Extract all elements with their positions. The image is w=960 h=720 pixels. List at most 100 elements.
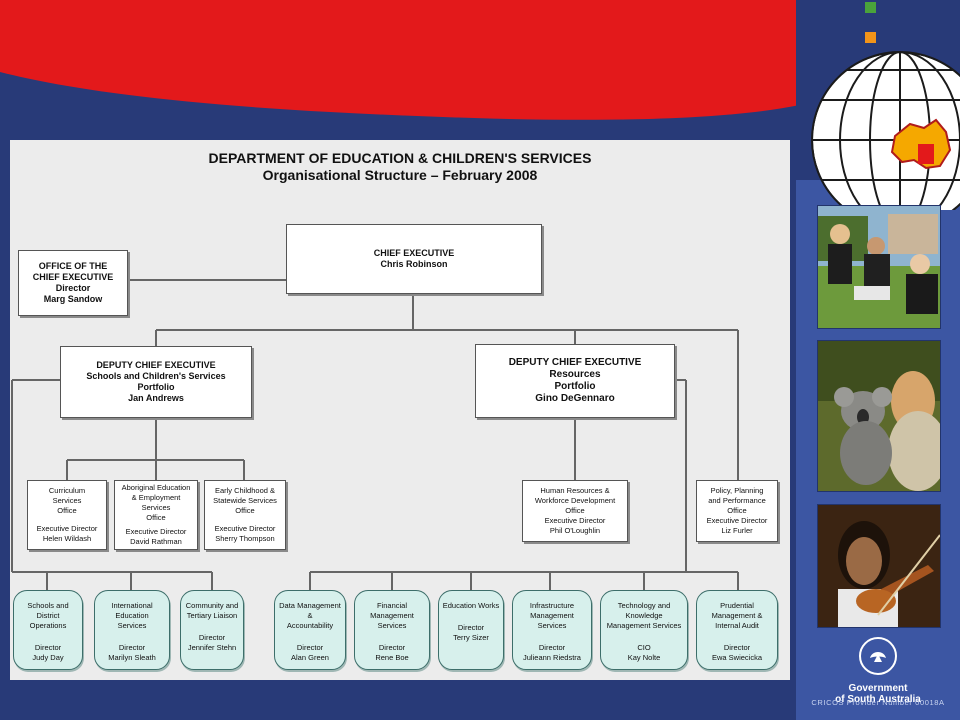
- service-title: Services: [377, 621, 407, 630]
- green-square-icon: [865, 2, 876, 13]
- service-title: Education Works: [442, 601, 500, 610]
- crest-icon: [859, 637, 897, 675]
- service-person: Kay Nolte: [627, 653, 661, 662]
- office-title: Office: [565, 506, 585, 515]
- office-line-3: Director: [55, 283, 91, 293]
- service-role: Director: [378, 643, 406, 652]
- curriculum-office-box: Curriculum Services Office Executive Dir…: [27, 480, 107, 550]
- red-banner: [0, 0, 960, 120]
- service-title: Prudential Management &: [711, 601, 763, 620]
- dep-left-line-2: Schools and Children's Services: [86, 371, 226, 381]
- prudential-management-box: Prudential Management & Internal Audit D…: [696, 590, 778, 670]
- service-person: Judy Day: [32, 653, 64, 662]
- office-title: Human Resources &: [540, 486, 610, 495]
- deputy-schools-box: DEPUTY CHIEF EXECUTIVE Schools and Child…: [60, 346, 252, 418]
- service-role: Director: [198, 633, 226, 642]
- dep-right-line-3: Portfolio: [554, 381, 596, 392]
- service-person: Marilyn Sleath: [108, 653, 156, 662]
- chief-executive-box: CHIEF EXECUTIVE Chris Robinson: [286, 224, 542, 294]
- deputy-resources-box: DEPUTY CHIEF EXECUTIVE Resources Portfol…: [475, 344, 675, 418]
- service-person: Terry Sizer: [453, 633, 489, 642]
- govt-line-1: Government: [848, 683, 908, 694]
- service-title: Operations: [29, 621, 67, 630]
- service-title: Infrastructure: [529, 601, 575, 610]
- office-line-4: Marg Sandow: [43, 294, 103, 304]
- early-childhood-office-box: Early Childhood & Statewide Services Off…: [204, 480, 286, 550]
- chart-title-block: DEPARTMENT OF EDUCATION & CHILDREN'S SER…: [10, 150, 790, 184]
- office-role: Executive Director: [36, 524, 98, 533]
- education-works-box: Education Works Director Terry Sizer: [438, 590, 504, 670]
- office-title: Office: [235, 506, 255, 515]
- service-role: CIO: [637, 643, 651, 652]
- office-role: Executive Director: [544, 516, 606, 525]
- office-line-2: CHIEF EXECUTIVE: [32, 272, 114, 282]
- dep-left-line-1: DEPUTY CHIEF EXECUTIVE: [96, 360, 216, 370]
- service-title: Tertiary Liaison: [186, 611, 238, 620]
- government-name: Government of South Australia: [830, 683, 926, 705]
- schools-district-operations-box: Schools and District Operations Director…: [13, 590, 83, 670]
- connector-lines: [11, 279, 739, 590]
- service-title: International Education: [111, 601, 153, 620]
- office-title: Office: [146, 513, 166, 522]
- service-title: Accountability: [286, 621, 334, 630]
- dep-right-line-4: Gino DeGennaro: [535, 393, 615, 404]
- office-role: Executive Director: [706, 516, 768, 525]
- office-title: Policy, Planning: [710, 486, 764, 495]
- office-title: Aboriginal Education: [121, 483, 191, 492]
- office-title: and Performance: [708, 496, 766, 505]
- office-title: & Employment Services: [131, 493, 181, 512]
- service-person: Alan Green: [291, 653, 329, 662]
- aboriginal-education-office-box: Aboriginal Education & Employment Servic…: [114, 480, 198, 550]
- service-title: Management Services: [530, 611, 574, 630]
- service-person: Julieann Riedstra: [523, 653, 581, 662]
- service-title: Financial Management: [370, 601, 414, 620]
- technology-knowledge-box: Technology and Knowledge Management Serv…: [600, 590, 688, 670]
- service-role: Director: [457, 623, 485, 632]
- office-chief-executive-box: OFFICE OF THE CHIEF EXECUTIVE Director M…: [18, 250, 128, 316]
- office-title: Office: [727, 506, 747, 515]
- service-title: Management Services: [606, 621, 682, 630]
- students-photo: [817, 205, 941, 329]
- service-role: Director: [34, 643, 62, 652]
- office-title: Statewide Services: [213, 496, 277, 505]
- office-person: Liz Furler: [721, 526, 753, 535]
- office-title: Office: [57, 506, 77, 515]
- service-title: Community and: [185, 601, 239, 610]
- human-resources-office-box: Human Resources & Workforce Development …: [522, 480, 628, 542]
- service-title: Services: [117, 621, 147, 630]
- government-logo: Government of South Australia: [830, 636, 926, 705]
- chief-line-1: CHIEF EXECUTIVE: [373, 248, 455, 258]
- chief-line-2: Chris Robinson: [380, 259, 448, 269]
- cricos-number: CRICOS Provider Number 00018A: [811, 698, 945, 707]
- service-person: Jennifer Stehn: [187, 643, 237, 652]
- dep-right-line-2: Resources: [549, 369, 601, 380]
- office-role: Executive Director: [125, 527, 187, 536]
- dep-left-line-4: Jan Andrews: [128, 393, 184, 403]
- data-management-box: Data Management & Accountability Directo…: [274, 590, 346, 670]
- service-title: Schools and District: [27, 601, 69, 620]
- office-person: Helen Wildash: [42, 534, 92, 543]
- dep-left-line-3: Portfolio: [137, 382, 175, 392]
- office-person: Phil O'Loughlin: [549, 526, 601, 535]
- office-title: Workforce Development: [534, 496, 616, 505]
- org-chart: DEPARTMENT OF EDUCATION & CHILDREN'S SER…: [10, 140, 790, 680]
- service-person: Ewa Swiecicka: [711, 653, 763, 662]
- community-tertiary-box: Community and Tertiary Liaison Director …: [180, 590, 244, 670]
- service-title: Technology and Knowledge: [617, 601, 671, 620]
- service-person: Rene Boe: [375, 653, 409, 662]
- globe-icon: [811, 51, 960, 210]
- service-role: Director: [296, 643, 324, 652]
- service-role: Director: [538, 643, 566, 652]
- violinist-photo: [817, 504, 941, 628]
- office-title: Services: [52, 496, 82, 505]
- dep-right-line-1: DEPUTY CHIEF EXECUTIVE: [508, 357, 642, 368]
- financial-management-box: Financial Management Services Director R…: [354, 590, 430, 670]
- service-role: Director: [723, 643, 751, 652]
- international-education-box: International Education Services Directo…: [94, 590, 170, 670]
- orange-square-icon: [865, 32, 876, 43]
- service-title: Internal Audit: [715, 621, 759, 630]
- govt-line-2: of South Australia: [835, 694, 921, 705]
- office-role: Executive Director: [214, 524, 276, 533]
- office-line-1: OFFICE OF THE: [38, 261, 108, 271]
